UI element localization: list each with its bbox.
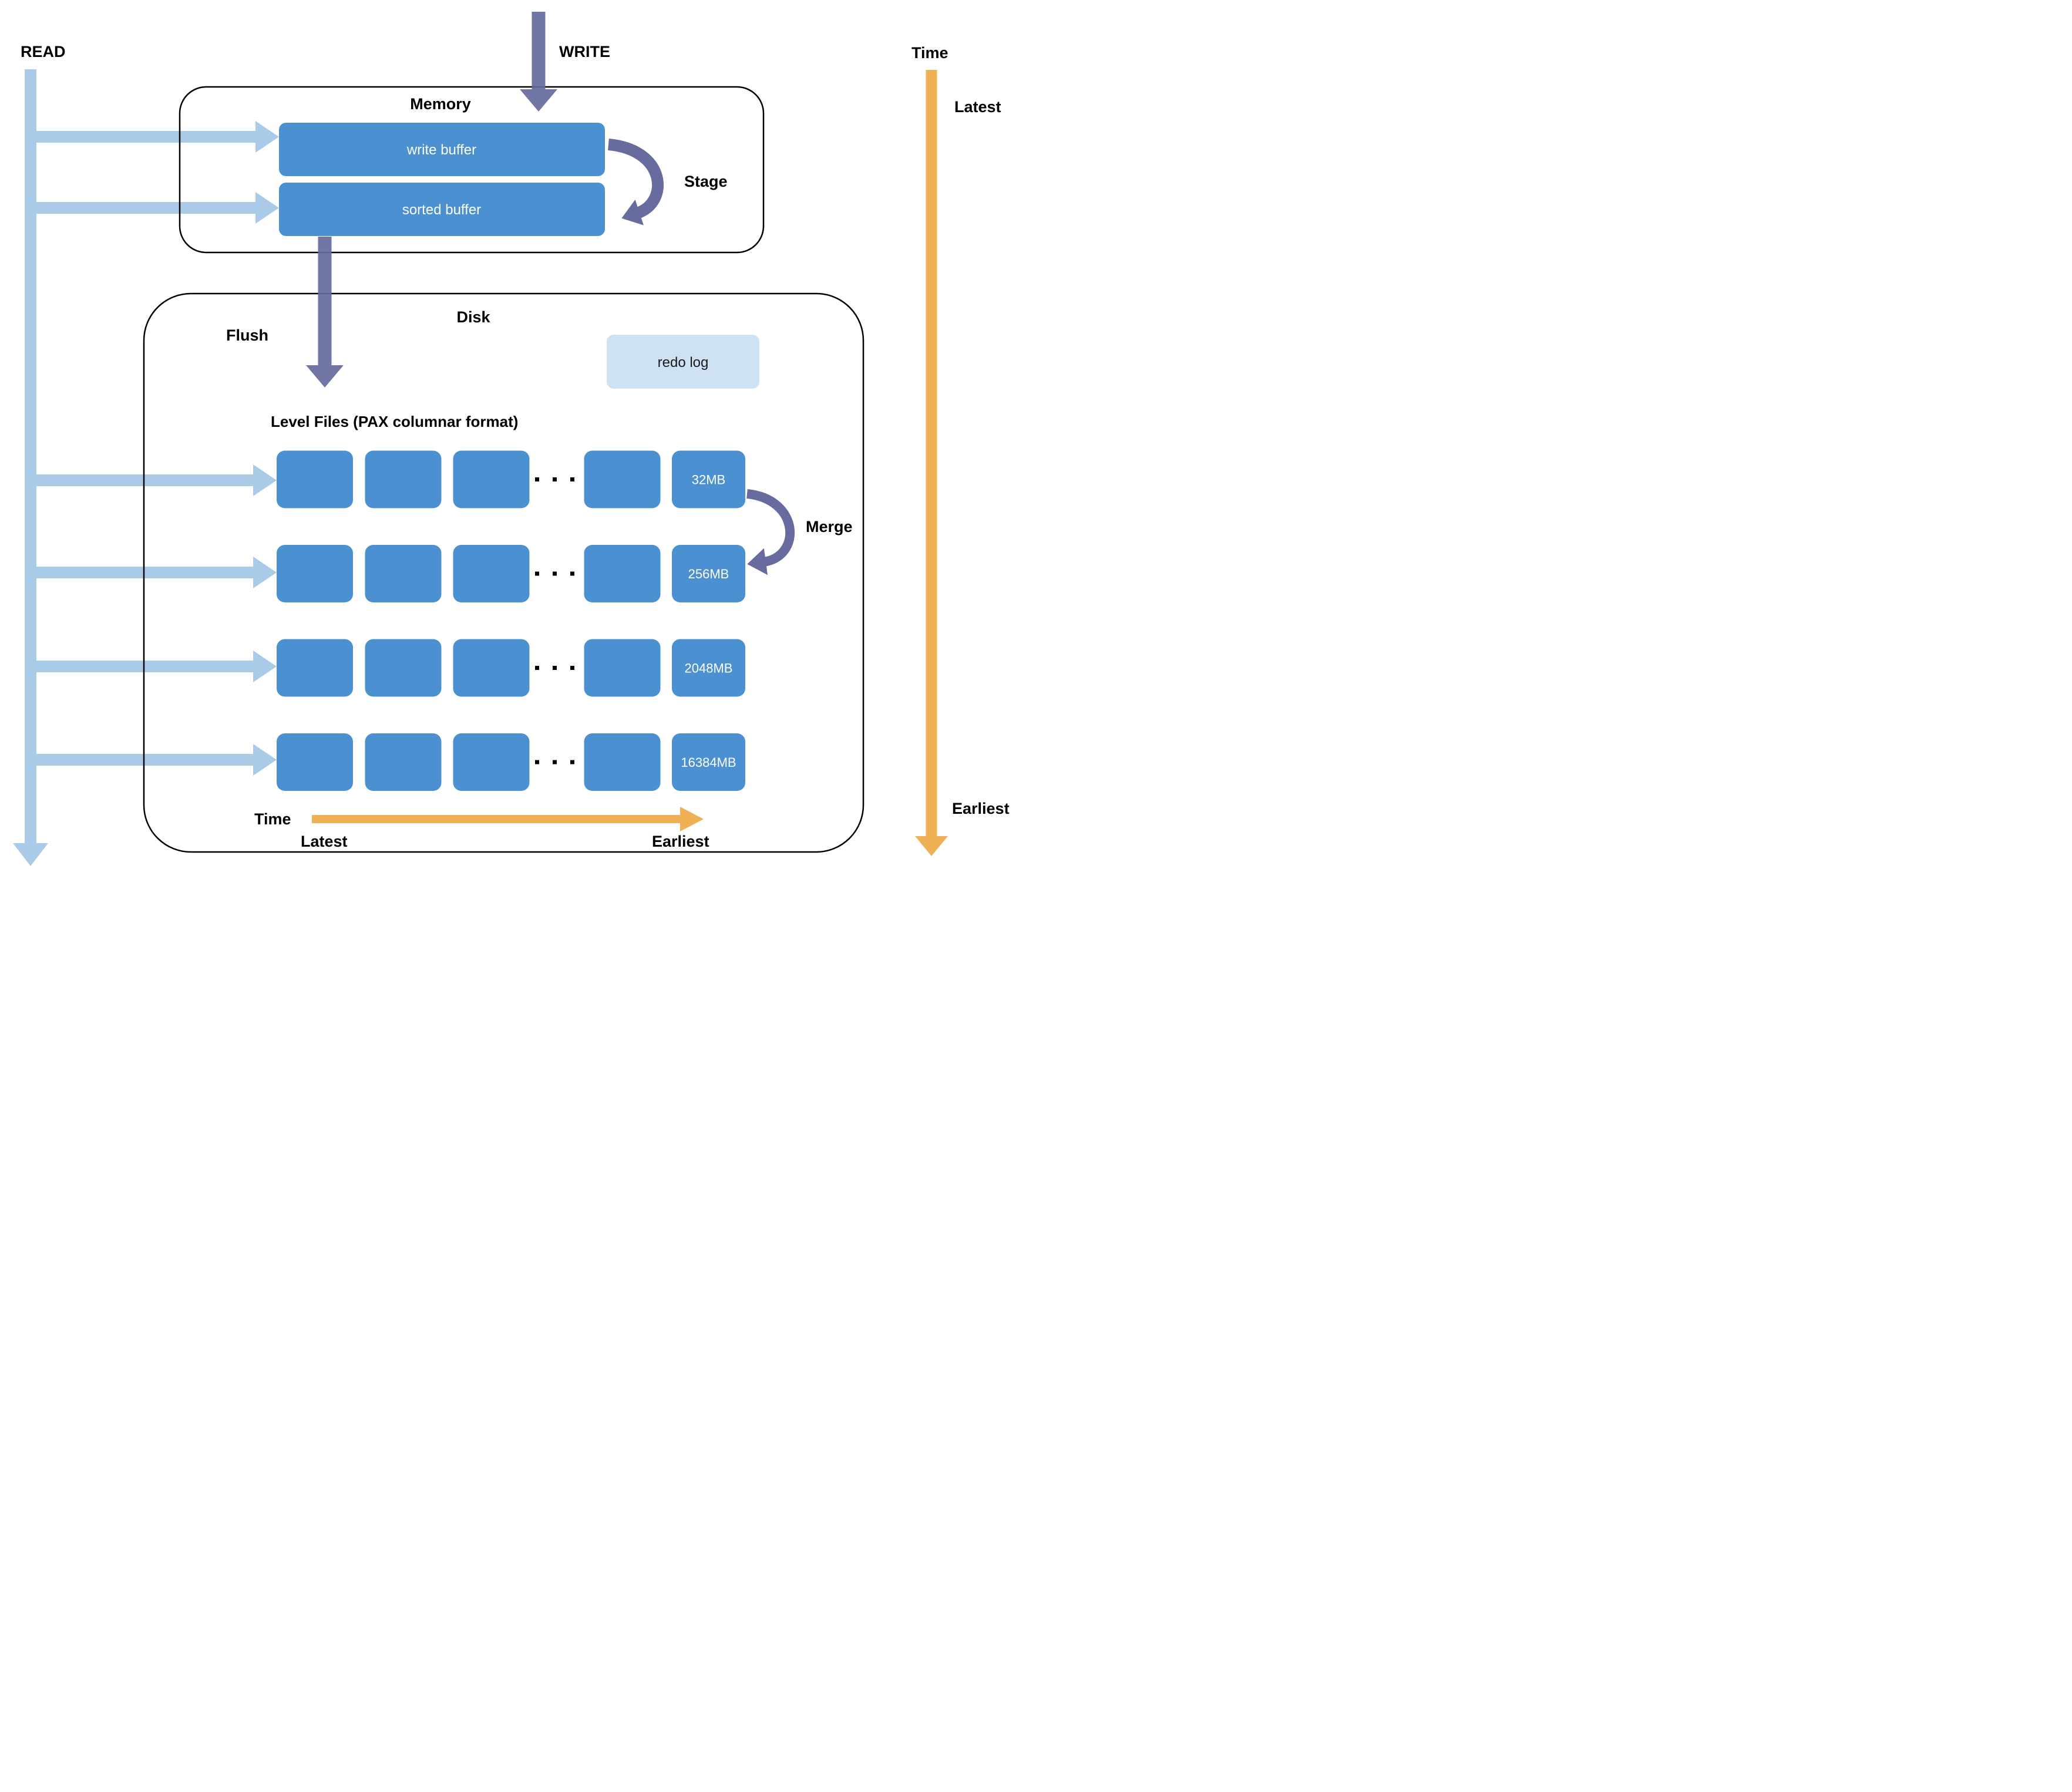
level-file-box-sized bbox=[672, 545, 745, 602]
level-file-box bbox=[277, 733, 353, 791]
sorted-buffer-box bbox=[279, 183, 605, 236]
level-row-1: 256MB bbox=[277, 545, 745, 602]
ellipsis-dot bbox=[553, 666, 557, 670]
read-label: READ bbox=[21, 43, 66, 60]
level-file-box bbox=[584, 450, 661, 508]
level-file-box bbox=[365, 450, 442, 508]
disk-box bbox=[143, 292, 865, 853]
level-file-box-sized bbox=[672, 450, 745, 508]
level-file-box bbox=[584, 733, 661, 791]
level-file-box bbox=[584, 639, 661, 697]
disk-title: Disk bbox=[456, 308, 490, 326]
level-row-0: 32MB bbox=[277, 450, 745, 508]
right-time-axis: Time Latest Earliest bbox=[911, 44, 1010, 856]
time-earliest-label: Earliest bbox=[952, 800, 1010, 817]
redo-log-box bbox=[607, 335, 759, 389]
level-file-box bbox=[365, 733, 442, 791]
stage-label: Stage bbox=[684, 173, 728, 190]
level-size-label: 256MB bbox=[688, 567, 729, 581]
level-file-box bbox=[277, 545, 353, 602]
lsm-storage-diagram: Memory write buffer sorted buffer Stage … bbox=[0, 0, 1036, 896]
ellipsis-dot bbox=[553, 477, 557, 481]
level-file-box bbox=[365, 639, 442, 697]
level-file-box-sized bbox=[672, 733, 745, 791]
level-file-box bbox=[453, 733, 530, 791]
merge-label: Merge bbox=[806, 518, 853, 535]
ellipsis-dot bbox=[570, 666, 574, 670]
level-file-box bbox=[584, 545, 661, 602]
level-size-label: 32MB bbox=[692, 473, 725, 487]
level-file-box bbox=[365, 545, 442, 602]
disk-time-latest-label: Latest bbox=[301, 833, 348, 850]
disk-time-axis-label: Time bbox=[254, 810, 291, 828]
time-latest-label: Latest bbox=[954, 98, 1001, 116]
memory-box bbox=[179, 86, 765, 254]
write-buffer-label: write buffer bbox=[406, 142, 476, 158]
ellipsis-dot bbox=[570, 477, 574, 481]
redo-log-label: redo log bbox=[658, 355, 709, 370]
memory-title: Memory bbox=[410, 95, 471, 113]
level-files-title: Level Files (PAX columnar format) bbox=[271, 413, 518, 430]
level-size-label: 2048MB bbox=[685, 661, 733, 676]
stage-arrow bbox=[607, 139, 664, 225]
ellipsis-dot bbox=[535, 760, 539, 764]
ellipsis-dot bbox=[570, 571, 574, 576]
disk-time-earliest-label: Earliest bbox=[652, 833, 709, 850]
ellipsis-dot bbox=[570, 760, 574, 764]
sorted-buffer-label: sorted buffer bbox=[402, 202, 481, 218]
level-file-box bbox=[453, 639, 530, 697]
write-label: WRITE bbox=[559, 43, 610, 60]
level-file-box bbox=[277, 450, 353, 508]
ellipsis-dot bbox=[553, 760, 557, 764]
level-file-box bbox=[453, 450, 530, 508]
read-flow-arrows bbox=[13, 69, 279, 866]
level-file-box bbox=[277, 639, 353, 697]
write-buffer-box bbox=[279, 123, 605, 176]
level-file-box-sized bbox=[672, 639, 745, 697]
level-row-3: 16384MB bbox=[277, 733, 745, 791]
ellipsis-dot bbox=[535, 571, 539, 576]
diagram-canvas: Memory write buffer sorted buffer Stage … bbox=[13, 12, 1010, 866]
disk-section: Disk redo log Level Files (PAX columnar … bbox=[254, 308, 853, 850]
ellipsis-dot bbox=[535, 666, 539, 670]
time-axis-label: Time bbox=[911, 44, 948, 62]
level-size-label: 16384MB bbox=[681, 755, 736, 770]
ellipsis-dot bbox=[535, 477, 539, 481]
memory-section: Memory write buffer sorted buffer Stage bbox=[279, 95, 728, 236]
level-file-rows: 32MB 256MB 2048MB 16384MB bbox=[277, 450, 745, 791]
ellipsis-dot bbox=[553, 571, 557, 576]
level-file-box bbox=[453, 545, 530, 602]
merge-arrow bbox=[746, 489, 795, 575]
flush-label: Flush bbox=[226, 326, 268, 344]
level-row-2: 2048MB bbox=[277, 639, 745, 697]
